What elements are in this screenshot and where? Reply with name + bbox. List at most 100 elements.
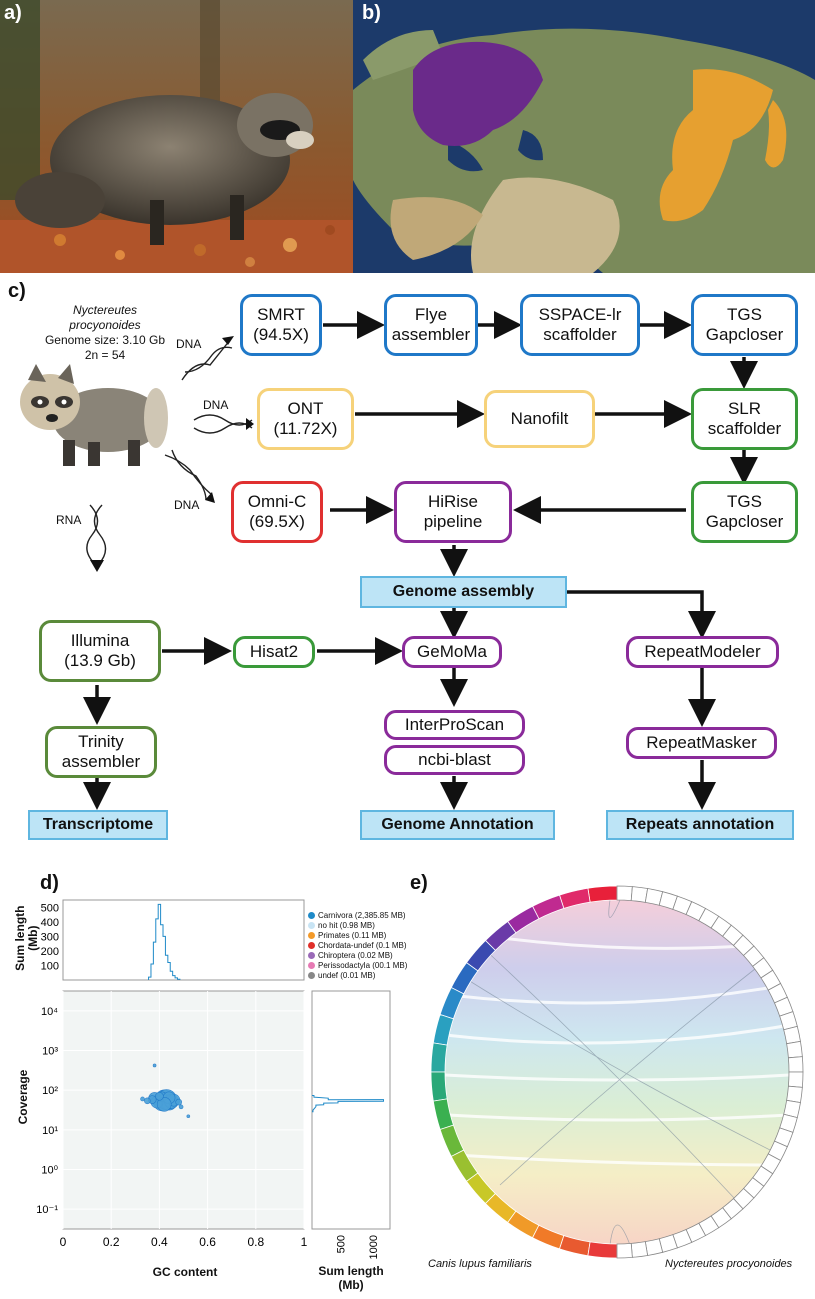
top-histogram-ytick: 500 (41, 902, 59, 914)
scatter-xtick: 0.4 (151, 1235, 168, 1249)
scatter-point (155, 1092, 164, 1101)
legend-item: no hit (0.98 MB) (308, 920, 418, 930)
scatter-frame (62, 990, 305, 1230)
circos-left-label: Canis lupus familiaris (428, 1258, 532, 1270)
panel-label-b: b) (362, 2, 381, 24)
genome-annotation-result: Genome Annotation (360, 810, 555, 840)
scatter-xtick: 1 (301, 1235, 308, 1249)
circos-segment (432, 1098, 454, 1130)
circos-segment (787, 1056, 804, 1073)
scatter-ylabel: Coverage (16, 1069, 30, 1125)
hirise-box: HiRise pipeline (394, 481, 512, 543)
legend-label: no hit (0.98 MB) (318, 920, 375, 930)
scatter-xlabel: GC content (152, 1265, 218, 1279)
scatter-point (186, 1114, 191, 1119)
circos-segment (439, 987, 465, 1020)
circos-segment (630, 1241, 649, 1258)
scatter-point (140, 1096, 145, 1102)
scatter-ytick: 10⁻¹ (36, 1204, 58, 1216)
scatter-xtick: 0.2 (103, 1235, 120, 1249)
circos-right-label: Nyctereutes procyonoides (665, 1258, 793, 1270)
scatter-yticks: 10⁴ 10³ 10² 10¹ 10⁰ 10⁻¹ (36, 1006, 58, 1216)
top-histogram-ytick: 100 (41, 960, 59, 972)
scatter-point (144, 1097, 151, 1105)
raccoon-dog-photo (0, 0, 353, 273)
hisat2-box: Hisat2 (233, 636, 315, 668)
smrt-box: SMRT (94.5X) (240, 294, 322, 356)
scatter-ytick: 10² (42, 1085, 58, 1097)
tgs-gapcloser-box-2: TGS Gapcloser (691, 481, 798, 543)
right-histogram-xtick: 500 (336, 1235, 348, 1253)
top-histogram-frame (62, 899, 305, 981)
legend-label: Primates (0.11 MB) (318, 930, 387, 940)
raccoon-dog-illustration (20, 364, 168, 466)
circos-segment (532, 894, 565, 920)
circos-segment (786, 1085, 803, 1104)
circos-segment (465, 1172, 496, 1205)
scatter-xtick: 0.8 (247, 1235, 264, 1249)
legend-item: Perissodactyla (00.1 MB) (308, 960, 418, 970)
scatter-point (178, 1104, 184, 1110)
illumina-box: Illumina (13.9 Gb) (39, 620, 161, 682)
repeatmasker-box: RepeatMasker (626, 727, 777, 759)
legend-label: Chiroptera (0.02 MB) (318, 950, 393, 960)
top-hist-ylabel: Sum length (Mb) (12, 905, 40, 971)
legend-item: Carnivora (2,385.85 MB) (308, 910, 418, 920)
species-name: Nyctereutes procyonoides (69, 303, 141, 332)
nanofilt-box: Nanofilt (484, 390, 595, 448)
transcriptome-result: Transcriptome (28, 810, 168, 840)
circos-ribbons (445, 900, 789, 1244)
legend-swatch (308, 941, 315, 949)
tgs-gapcloser-box-1: TGS Gapcloser (691, 294, 798, 356)
top-histogram-series (148, 903, 181, 980)
ncbiblast-box: ncbi-blast (384, 745, 525, 775)
scatter-points (140, 1063, 191, 1119)
trinity-box: Trinity assembler (45, 726, 157, 778)
circos-segment (484, 920, 517, 951)
omnic-box: Omni-C (69.5X) (231, 481, 323, 543)
circos-segment (786, 1040, 803, 1059)
legend-label: Chordata-undef (0.1 MB) (318, 940, 407, 950)
circos-segment (432, 1014, 454, 1046)
ont-box: ONT (11.72X) (257, 388, 354, 450)
species-info: Nyctereutes procyonoides Genome size: 3.… (40, 303, 170, 363)
circos-links (459, 900, 781, 1244)
legend-item: Primates (0.11 MB) (308, 930, 418, 940)
genome-size: Genome size: 3.10 Gb (44, 333, 166, 347)
scatter-grid (62, 991, 305, 1229)
flye-box: Flye assembler (384, 294, 478, 356)
sspace-box: SSPACE-lr scaffolder (520, 294, 640, 356)
dna-helix-icon (86, 339, 253, 566)
circos-segment (783, 1025, 801, 1045)
scatter-ytick: 10⁰ (41, 1165, 58, 1177)
rna-label: RNA (56, 513, 82, 527)
circos-segment (532, 1224, 565, 1250)
circos-segment (559, 887, 591, 909)
karyotype: 2n = 54 (84, 348, 126, 362)
circos-segment (430, 1071, 448, 1102)
circos-segment (507, 1210, 540, 1239)
circos-segment (507, 905, 540, 934)
panel-label-c: c) (8, 280, 26, 302)
top-histogram-ytick: 400 (41, 917, 59, 929)
panel-label-d: d) (40, 872, 59, 894)
circos-segment (450, 962, 479, 995)
scatter-xtick: 0 (60, 1235, 67, 1249)
top-histogram-ytick: 300 (41, 931, 59, 943)
scatter-ytick: 10⁴ (41, 1006, 58, 1018)
top-histogram-yticks: 500 400 300 200 100 (41, 902, 59, 972)
legend-swatch (308, 951, 315, 959)
scatter-ytick: 10¹ (42, 1125, 58, 1137)
legend-item: undef (0.01 MB) (308, 970, 418, 980)
top-histogram-ytick: 200 (41, 946, 59, 958)
legend-item: Chordata-undef (0.1 MB) (308, 940, 418, 950)
panel-label-e: e) (410, 872, 428, 894)
right-histogram-frame (311, 990, 391, 1230)
circos-segment (616, 885, 633, 902)
scatter-ytick: 10³ (42, 1046, 58, 1058)
dna-label-3: DNA (174, 498, 200, 512)
circos-segment (787, 1071, 804, 1088)
gemoma-box: GeMoMa (402, 636, 502, 668)
